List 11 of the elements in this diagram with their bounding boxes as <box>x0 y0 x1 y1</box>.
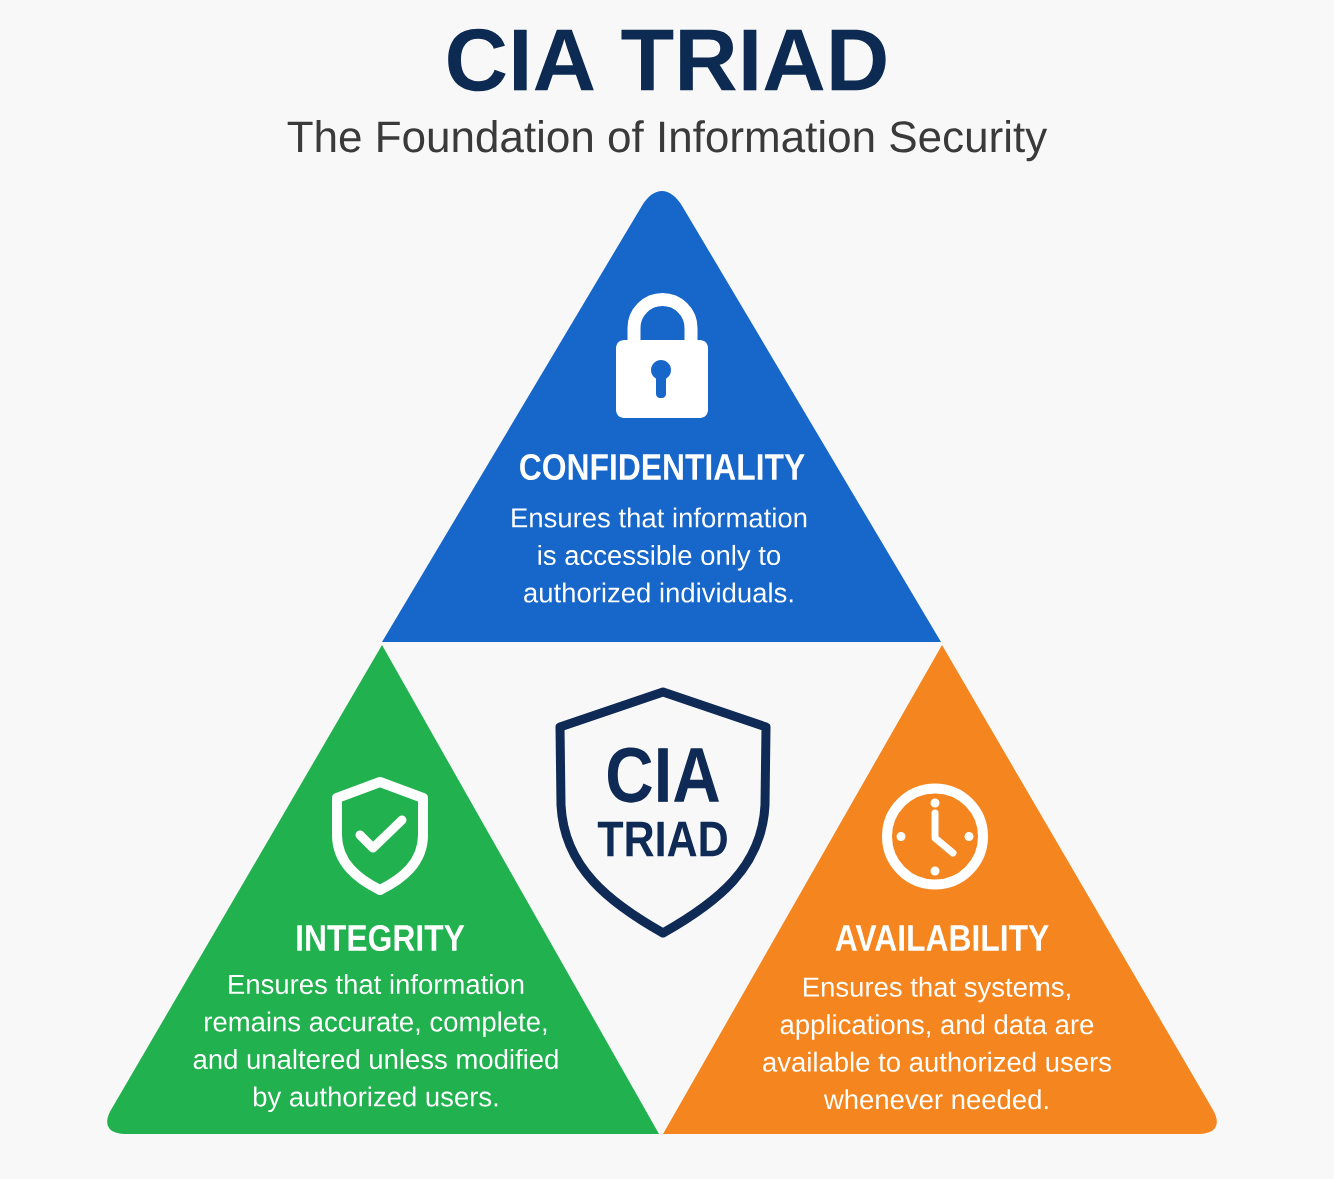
badge-title: CIA <box>608 747 719 803</box>
badge-subtitle: TRIAD <box>597 821 727 857</box>
triangle-panel <box>382 190 941 642</box>
panel-heading: INTEGRITY <box>297 924 465 952</box>
panel-description: Ensures that information remains accurate, complete, and unaltered unless modified by authorized users. <box>193 973 558 1113</box>
title: CIA TRIAD <box>448 28 886 92</box>
panel-heading: AVAILABILITY <box>835 925 1049 951</box>
panel-description: Ensures that systems, applications, and data are available to authorized users whenever needed. <box>763 976 1111 1110</box>
panel-description: Ensures that information is accessible only to authorized individuals. <box>512 507 807 603</box>
shield-badge <box>555 687 771 938</box>
panel-heading: CONFIDENTIALITY <box>520 453 805 481</box>
